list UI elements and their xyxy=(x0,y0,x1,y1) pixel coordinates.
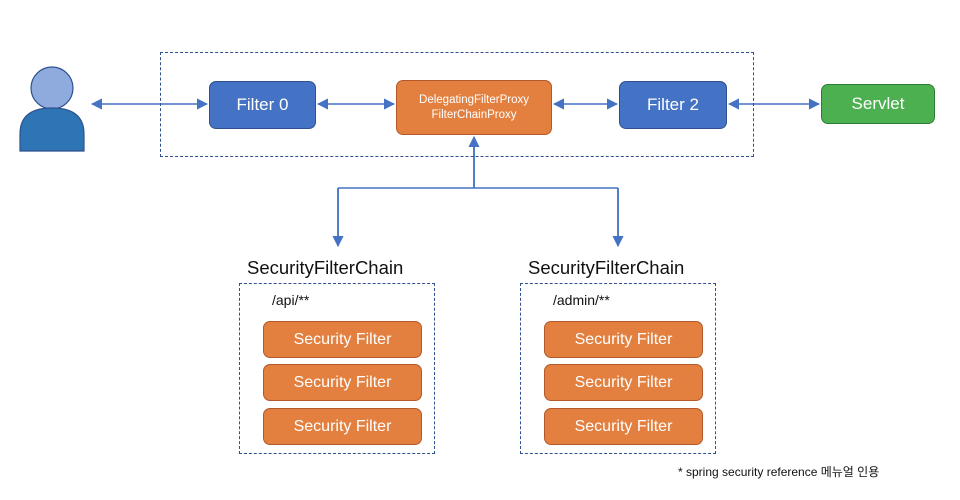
security-filter-box: Security Filter xyxy=(544,364,703,401)
chain-url-pattern: /admin/** xyxy=(553,292,610,308)
filter-chain-container xyxy=(160,52,754,157)
security-filter-label: Security Filter xyxy=(293,373,392,391)
security-filter-chain-admin xyxy=(520,283,716,454)
security-filter-label: Security Filter xyxy=(574,330,673,348)
security-filter-label: Security Filter xyxy=(293,417,392,435)
filter-chain-proxy-label: FilterChainProxy xyxy=(431,108,517,121)
servlet-box: Servlet xyxy=(821,84,935,124)
security-filter-box: Security Filter xyxy=(544,408,703,445)
delegating-filter-proxy-box: DelegatingFilterProxy FilterChainProxy xyxy=(396,80,552,135)
security-filter-chain-title: SecurityFilterChain xyxy=(528,257,685,278)
security-filter-box: Security Filter xyxy=(263,408,422,445)
filter-2-box: Filter 2 xyxy=(619,81,727,129)
filter-2-label: Filter 2 xyxy=(647,95,699,114)
delegating-filter-proxy-label: DelegatingFilterProxy xyxy=(419,93,529,106)
security-filter-label: Security Filter xyxy=(293,330,392,348)
servlet-label: Servlet xyxy=(851,94,905,113)
chain-url-pattern: /api/** xyxy=(272,292,310,308)
security-filter-label: Security Filter xyxy=(574,417,673,435)
filter-0-box: Filter 0 xyxy=(209,81,316,129)
footnote: * spring security reference 메뉴얼 인용 xyxy=(678,465,880,479)
security-filter-box: Security Filter xyxy=(263,321,422,358)
security-filter-box: Security Filter xyxy=(544,321,703,358)
security-filter-chain-api xyxy=(239,283,435,454)
filter-0-label: Filter 0 xyxy=(236,95,289,114)
security-filter-label: Security Filter xyxy=(574,373,673,391)
security-filter-chain-title: SecurityFilterChain xyxy=(247,257,404,278)
user-icon xyxy=(19,66,85,152)
security-filter-box: Security Filter xyxy=(263,364,422,401)
